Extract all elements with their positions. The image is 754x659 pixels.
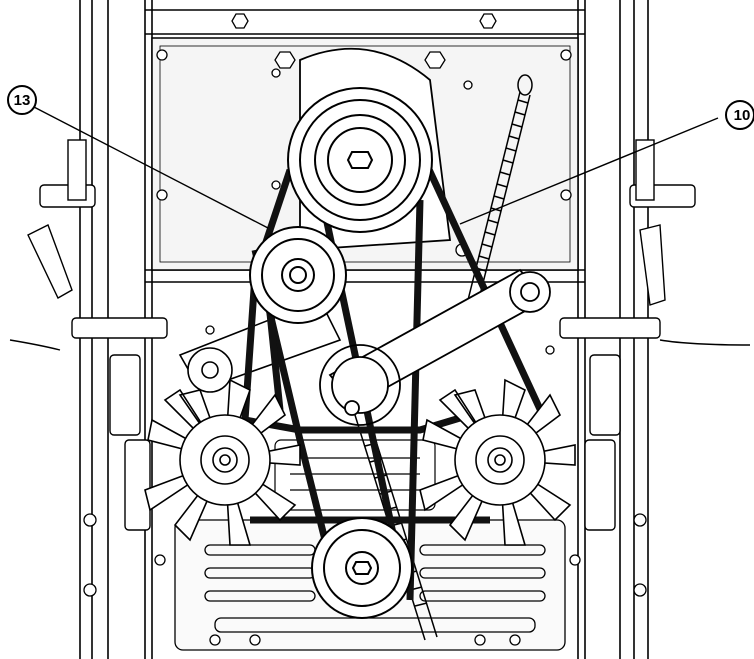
upper-idler-pulley xyxy=(249,226,347,324)
right-fan-pulley xyxy=(419,378,576,546)
left-fan-pulley xyxy=(144,378,301,546)
callout-10: 10 xyxy=(725,100,754,130)
callout-10-number: 10 xyxy=(734,107,751,124)
right-linkage xyxy=(559,139,751,531)
callout-13-number: 13 xyxy=(14,92,31,109)
tension-arm xyxy=(319,268,551,426)
bottom-pulley xyxy=(311,517,413,619)
bolt-heads xyxy=(83,13,647,646)
engine-pulley xyxy=(287,87,433,233)
callout-leaders xyxy=(31,105,719,229)
callout-13: 13 xyxy=(7,85,37,115)
left-linkage xyxy=(9,139,168,531)
